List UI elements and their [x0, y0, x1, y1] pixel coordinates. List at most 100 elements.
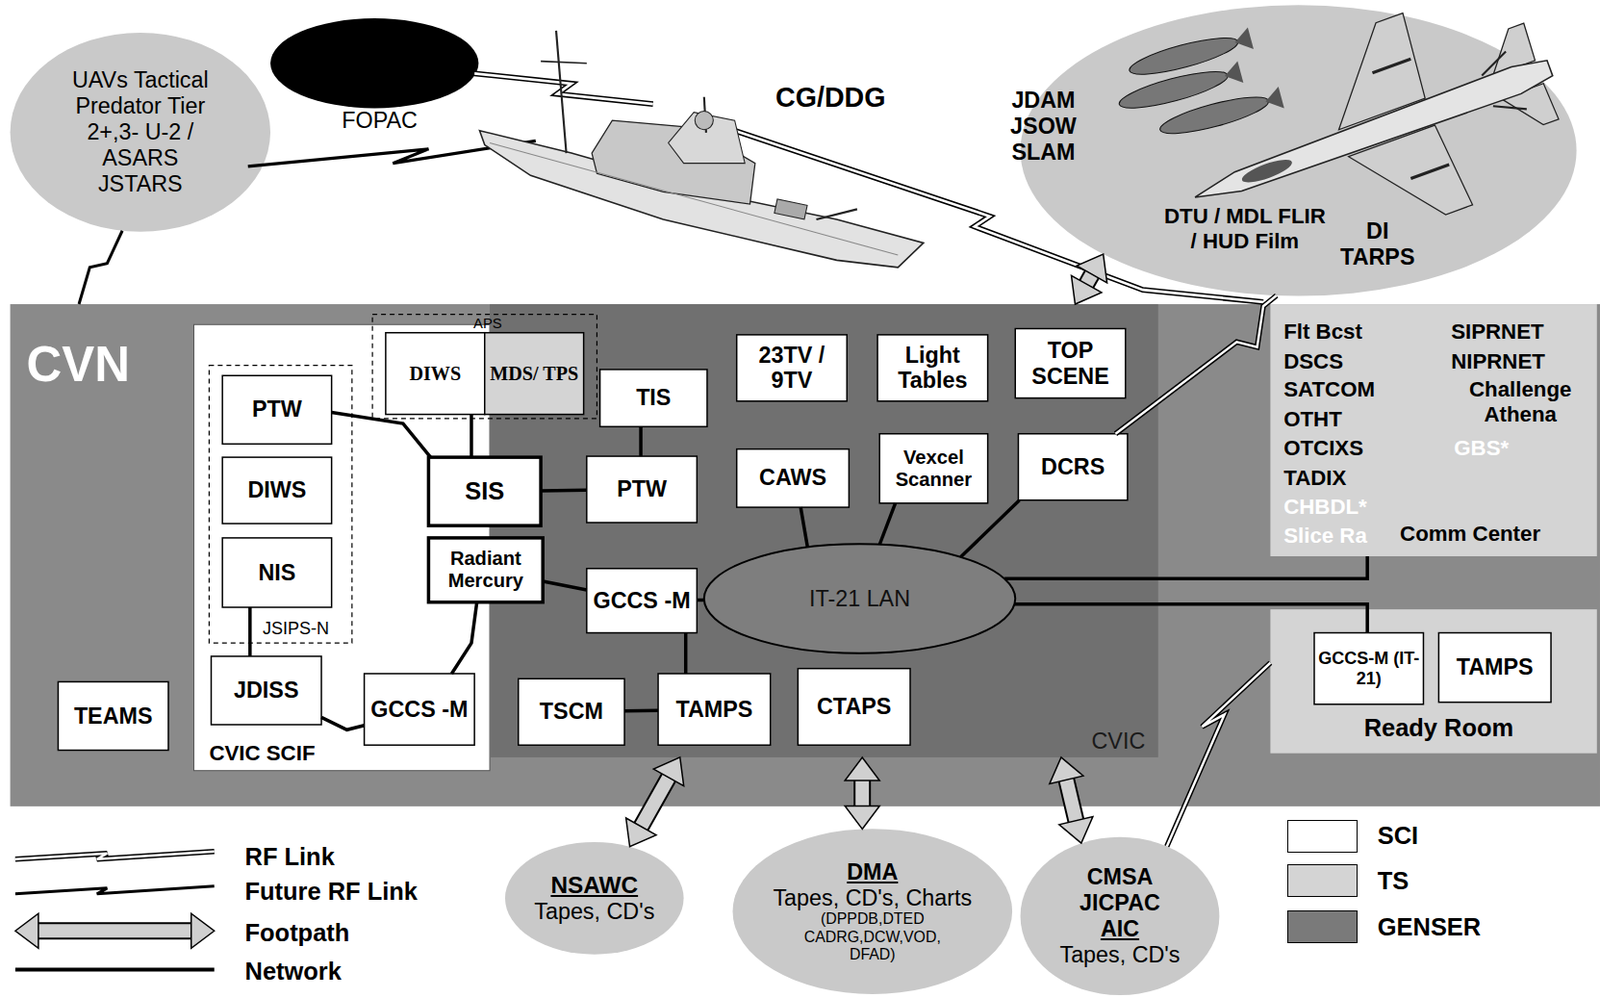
ready-room-panel-outline — [1269, 609, 1597, 754]
node-label: DI TARPS — [1336, 218, 1419, 271]
system-box-outline — [57, 681, 169, 750]
node-label: TAMPS — [1456, 654, 1534, 681]
rf-link — [78, 230, 123, 305]
system-box-outline — [1314, 633, 1423, 705]
node-label: Comm Center — [1399, 521, 1595, 547]
source-ellipse-outline — [10, 32, 271, 232]
weapons-ellipse-outline — [1020, 4, 1577, 296]
node-label: Light Tables — [880, 342, 986, 395]
node-label: NIPRNET — [1450, 349, 1594, 375]
dashed-group-outline — [208, 365, 352, 643]
legend-swatch — [1287, 863, 1357, 897]
ready-room-panel: Ready RoomGCCS-M (IT-21)TAMPS — [1269, 609, 1597, 754]
system-box-outline — [797, 668, 911, 746]
network-line — [696, 599, 704, 601]
network-line — [540, 489, 587, 492]
node-label: GBS* — [1453, 435, 1587, 461]
rf-link — [474, 73, 654, 104]
node-label: CVIC SCIF — [208, 740, 373, 766]
network-line — [470, 414, 472, 458]
legend-text: GENSER — [1377, 913, 1481, 941]
system-box: SIS — [428, 457, 541, 526]
node-label: UAVs Tactical Predator Tier 2+,3- U-2 / … — [58, 67, 223, 197]
node-label: DMA — [846, 859, 898, 886]
system-box-outline — [222, 375, 331, 444]
node-label: DSCS — [1283, 349, 1437, 375]
node-label: JDAM JSOW SLAM — [994, 87, 1093, 165]
node-label: APS — [458, 315, 516, 332]
cruiser-ship — [479, 30, 923, 268]
system-box: MDS/ TPS — [484, 332, 585, 415]
node-label: Vexcel Scanner — [882, 446, 985, 491]
lan-ellipse-outline — [704, 543, 1016, 653]
node-label: Flt Bcst — [1283, 319, 1437, 345]
network-line — [331, 411, 432, 458]
node-label: JDISS — [233, 677, 299, 704]
node-label: PTW — [616, 476, 667, 503]
label-text: FOPAC — [341, 107, 418, 134]
network-line — [249, 607, 251, 657]
source-ellipse: NSAWCTapes, CD's — [505, 841, 685, 955]
dashed-group-outline — [372, 314, 597, 419]
network-line — [321, 716, 365, 730]
legend-swatch — [1287, 910, 1357, 943]
node-label: MDS/ TPS — [489, 362, 579, 385]
source-ellipse: DMATapes, CD's, Charts(DPPDB,DTED CADRG,… — [733, 828, 1014, 994]
system-box: DIWS — [385, 332, 485, 415]
node-label: NSAWC — [550, 871, 638, 899]
dashed-group: JSIPS-NPTWDIWSNIS — [208, 365, 352, 643]
node-label: TADIX — [1283, 465, 1437, 491]
node-label: SATCOM — [1283, 377, 1437, 403]
node-label: TAMPS — [675, 696, 753, 723]
comm-center-panel-outline — [1269, 304, 1597, 557]
footpath-arrow — [1071, 253, 1108, 305]
network-line — [879, 503, 895, 545]
rf-link — [1167, 662, 1271, 847]
comm-center-panel: Flt BcstDSCSSATCOMOTHTOTCIXSTADIXCHBDL*S… — [1269, 304, 1597, 557]
system-box: PTW — [586, 456, 698, 523]
fighter-aircraft — [1160, 0, 1585, 294]
system-box-outline — [586, 568, 698, 634]
source-ellipse-outline — [1020, 837, 1220, 995]
node-label: Tapes, CD's, Charts — [772, 885, 972, 912]
node-label: Slice Ra — [1283, 523, 1391, 549]
system-box: TSCM — [518, 678, 625, 745]
bombs — [1116, 26, 1284, 141]
node-label: DTU / MDL FLIR / HUD Film — [1163, 203, 1327, 254]
system-box-outline — [484, 332, 585, 415]
node-label: OTCIXS — [1283, 435, 1437, 461]
source-ellipse-outline — [505, 841, 685, 955]
node-label: Tapes, CD's — [1059, 941, 1180, 968]
system-box: GCCS-M (IT-21) — [1314, 633, 1423, 705]
node-label: TEAMS — [74, 703, 153, 730]
node-label: GCCS -M — [370, 696, 468, 723]
system-box: PTW — [222, 375, 331, 444]
system-box: 23TV / 9TV — [736, 334, 848, 402]
legend-text: Network — [245, 957, 342, 986]
label-text: CG/DDG — [775, 81, 887, 114]
network-line — [1014, 604, 1368, 634]
node-label: GCCS-M (IT-21) — [1317, 648, 1421, 688]
system-box: Vexcel Scanner — [879, 433, 988, 504]
system-box-outline — [586, 456, 698, 523]
legend-text: Footpath — [245, 918, 351, 947]
system-box-outline — [879, 433, 988, 504]
node-label: (DPPDB,DTED CADRG,DCW,VOD, DFAD) — [795, 910, 949, 964]
node-label: TOP SCENE — [1017, 337, 1123, 390]
node-label: DCRS — [1041, 454, 1105, 481]
system-box: TAMPS — [658, 673, 771, 745]
cvic-region: CVICTISPTW23TV / 9TVLight TablesTOP SCEN… — [489, 304, 1159, 758]
node-label: CAWS — [759, 464, 827, 491]
system-box-outline — [1438, 633, 1551, 703]
node-label: CVN — [26, 336, 180, 394]
system-box-outline — [600, 369, 708, 427]
ship-band: CVNCVIC SCIFJSIPS-NPTWDIWSNISJDISSGCCS -… — [10, 304, 1600, 807]
node-label: PTW — [252, 396, 303, 423]
node-label: DIWS — [408, 362, 461, 385]
system-box: GCCS -M — [586, 568, 698, 634]
weapons-ellipse: JDAM JSOW SLAMDTU / MDL FLIR / HUD FilmD… — [1020, 4, 1577, 296]
system-box-outline — [364, 673, 476, 745]
node-label: TSCM — [539, 698, 604, 725]
node-label: TIS — [635, 384, 671, 411]
node-label: DIWS — [247, 477, 306, 504]
